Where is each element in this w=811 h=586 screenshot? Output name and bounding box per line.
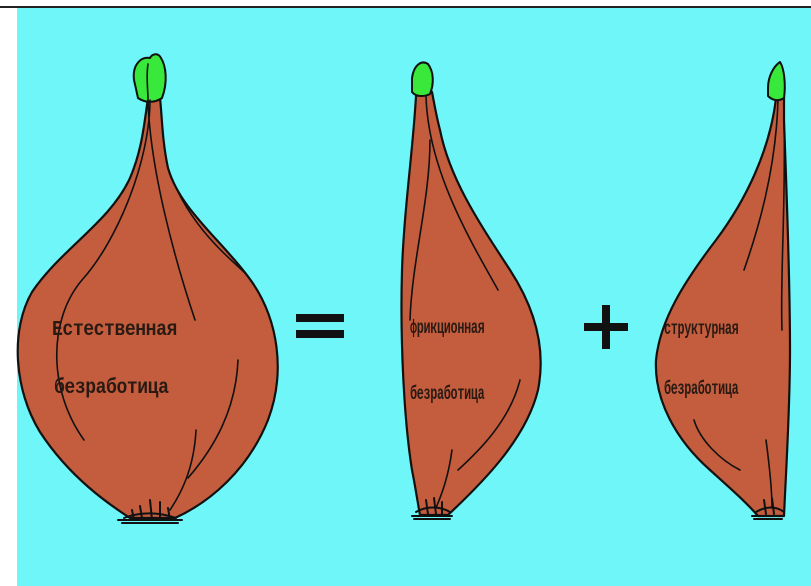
plus-sign-shape — [584, 305, 628, 349]
frictional-unemployment-label-line2: безработица — [410, 385, 484, 404]
structural-unemployment-label-line1: структурная — [664, 320, 738, 339]
equals-sign-shape — [296, 318, 344, 334]
frictional-unemployment-label-line1: фрикционная — [410, 319, 484, 338]
natural-unemployment-label-line2: безработица — [54, 378, 168, 399]
structural-unemployment-onion — [656, 62, 790, 519]
natural-unemployment-onion — [18, 54, 278, 523]
natural-unemployment-label-line1: Естественная — [52, 320, 177, 341]
structural-unemployment-label-line2: безработица — [664, 380, 738, 399]
frictional-unemployment-onion — [401, 63, 540, 519]
